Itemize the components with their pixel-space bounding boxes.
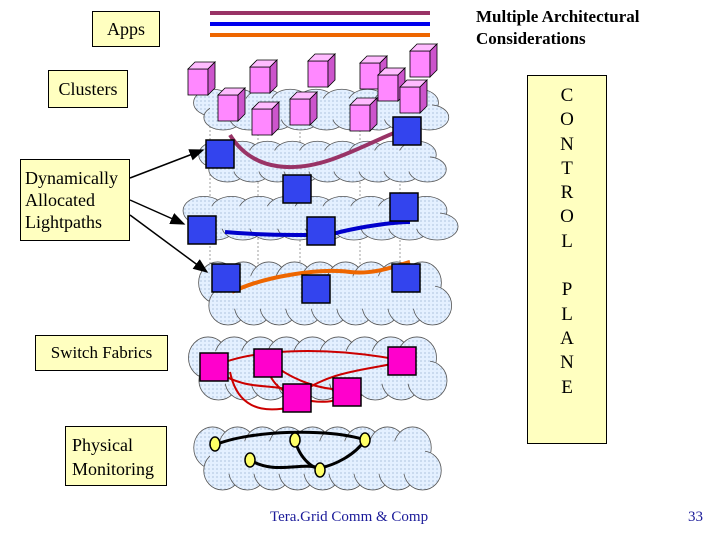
switch-node (199, 352, 229, 382)
control-plane-letter: T (561, 157, 573, 179)
lightpath-node (301, 274, 331, 304)
control-plane-letter: C (560, 85, 574, 106)
switch-node (387, 346, 417, 376)
monitoring-label-line-1: Physical (72, 435, 133, 455)
monitor-node (209, 436, 221, 452)
switch-fabrics-label: Switch Fabrics (50, 343, 153, 362)
monitoring-label-line-2: Monitoring (72, 459, 155, 479)
switch-node (253, 348, 283, 378)
lightpath-node (282, 174, 312, 204)
lightpaths-label-line-1: Dynamically (25, 168, 118, 188)
switch-node (332, 377, 362, 407)
lightpath-blue (224, 220, 411, 237)
monitor-node (314, 462, 326, 478)
footer-text: Tera.Grid Comm & Comp (270, 509, 429, 525)
cluster-nodes (187, 43, 438, 136)
cluster-node (249, 59, 278, 94)
lightpath-node (306, 216, 336, 246)
apps-label: Apps (106, 18, 145, 39)
control-plane-letter: O (560, 206, 574, 228)
clusters-label-box: Clusters (48, 70, 128, 108)
cluster-node (187, 61, 216, 96)
switch-node (282, 383, 312, 413)
monitor-node (359, 432, 371, 448)
cluster-node (217, 87, 246, 122)
control-plane-letter: O (560, 109, 574, 131)
lightpaths-label-line-3: Lightpaths (25, 212, 102, 232)
lightpath-purple (228, 126, 411, 170)
monitor-node (289, 432, 301, 448)
cluster-node (359, 55, 388, 90)
control-plane-letter: A (560, 327, 574, 349)
cluster-node (349, 97, 378, 132)
switch-nodes (199, 346, 417, 413)
control-plane-letter (528, 254, 606, 278)
lightpath-arrows (129, 149, 209, 273)
control-plane-letter: R (560, 182, 574, 204)
lightpaths-label-line-2: Allocated (25, 190, 95, 210)
control-plane-letter: L (561, 303, 573, 325)
lightpath-node (211, 263, 241, 293)
lightpath-node (392, 116, 422, 146)
cluster-node (307, 53, 336, 88)
switch-fabrics-label-box: Switch Fabrics (35, 335, 168, 371)
apps-label-box: Apps (92, 11, 160, 47)
monitoring-label-box: Physical Monitoring (65, 426, 167, 486)
control-plane-letter: P (561, 279, 573, 301)
slide-title: Multiple Architectural Considerations (476, 6, 706, 50)
page-number: 33 (688, 509, 703, 525)
title-line-2: Considerations (476, 29, 586, 48)
monitor-nodes (209, 432, 371, 478)
lightpath-node (389, 192, 419, 222)
cluster-node (399, 79, 428, 114)
cluster-node (251, 101, 280, 136)
control-plane-letter: N (560, 133, 574, 155)
control-plane-letter: L (561, 230, 573, 252)
lightpath-nodes (187, 116, 422, 304)
lightpaths-label-box: Dynamically Allocated Lightpaths (20, 159, 130, 241)
clusters-label: Clusters (58, 78, 118, 99)
control-plane-letter: N (560, 352, 574, 374)
cloud-layer (193, 426, 442, 491)
lightpath-node (187, 215, 217, 245)
lightpath-node (205, 139, 235, 169)
monitor-node (244, 452, 256, 468)
cluster-node (409, 43, 438, 78)
control-plane-box: C O N T R O L P L A N E (527, 75, 607, 444)
control-plane-letter: E (561, 376, 573, 398)
cluster-node (289, 91, 318, 126)
title-line-1: Multiple Architectural (476, 7, 640, 26)
lightpath-node (391, 263, 421, 293)
